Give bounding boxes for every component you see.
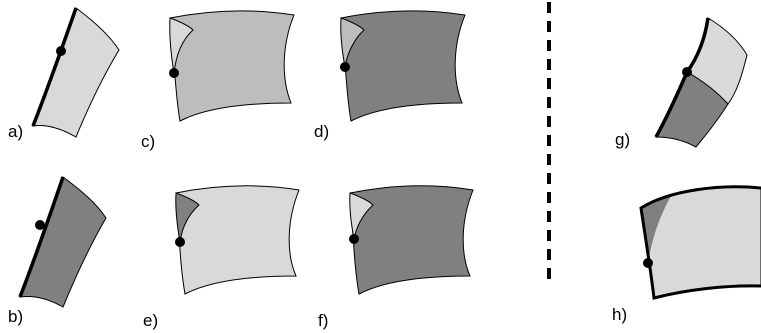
- label-f: f): [318, 311, 328, 330]
- point-a: [56, 46, 66, 56]
- region-h: [641, 194, 672, 263]
- boundary-curve-h: [639, 185, 761, 300]
- panel-f: f): [318, 185, 474, 330]
- panel-c: c): [141, 10, 295, 151]
- point-d: [340, 62, 350, 72]
- point-e: [175, 237, 185, 247]
- panel-d: d): [314, 10, 466, 141]
- boundary-curve-b: [18, 176, 65, 298]
- point-b: [35, 220, 45, 230]
- point-g: [682, 67, 692, 77]
- label-b: b): [8, 307, 23, 326]
- patch-e: [175, 185, 300, 295]
- panel-b: b): [8, 176, 107, 326]
- point-c: [169, 68, 179, 78]
- panel-e: e): [143, 185, 300, 330]
- label-h: h): [612, 305, 627, 324]
- point-h: [643, 258, 653, 268]
- patch-d: [340, 10, 466, 122]
- panel-h: h): [612, 185, 761, 324]
- point-f: [349, 234, 359, 244]
- patch-f: [349, 185, 474, 295]
- fold-f: [349, 192, 374, 240]
- fold-c: [169, 17, 194, 74]
- patch-c: [169, 10, 295, 122]
- fold-e: [175, 192, 200, 243]
- fold-d: [340, 17, 365, 68]
- label-c: c): [141, 132, 155, 151]
- label-g: g): [615, 130, 630, 149]
- patch-b: [19, 176, 107, 308]
- patch-a: [32, 7, 120, 138]
- label-e: e): [143, 311, 158, 330]
- boundary-curve-a: [31, 7, 78, 127]
- panel-a: a): [8, 7, 120, 141]
- panel-g: g): [615, 17, 748, 149]
- label-a: a): [8, 122, 23, 141]
- label-d: d): [314, 122, 329, 141]
